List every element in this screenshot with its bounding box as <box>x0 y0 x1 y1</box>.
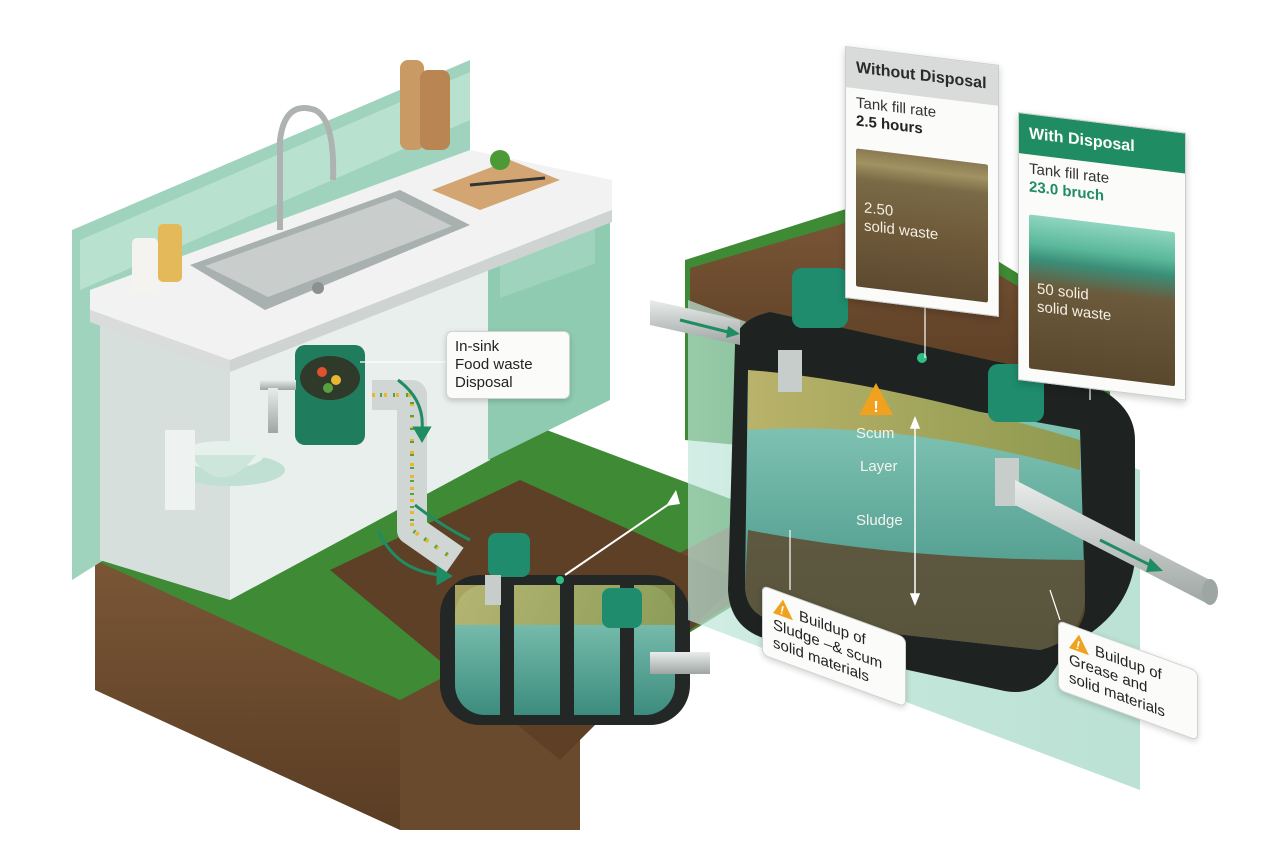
with-disposal-card: With Disposal Tank fill rate 23.0 bruch … <box>1018 112 1186 401</box>
scum-label: Scum <box>856 425 895 442</box>
flow-arrow <box>376 378 471 586</box>
layer-label: Layer <box>860 458 898 475</box>
outlet-pipe <box>1015 480 1218 605</box>
layer-markers <box>909 415 921 607</box>
disposal-callout-line3: Disposal <box>455 374 513 391</box>
drain-pipe <box>372 380 464 573</box>
inlet-pipe <box>650 300 740 345</box>
disposal-unit <box>165 345 365 510</box>
disposal-callout-line2: Food waste <box>455 356 533 373</box>
sludge-label: Sludge <box>856 512 903 529</box>
zoom-arrow <box>564 490 680 576</box>
disposal-callout-line1: In-sink <box>455 338 500 355</box>
svg-text:!: ! <box>873 399 878 416</box>
warning-icon: ! <box>859 383 893 416</box>
disposal-callout: In-sink Food waste Disposal <box>446 331 570 399</box>
septic-tank-small <box>440 533 710 725</box>
without-disposal-card: Without Disposal Tank fill rate 2.5 hour… <box>845 46 999 317</box>
